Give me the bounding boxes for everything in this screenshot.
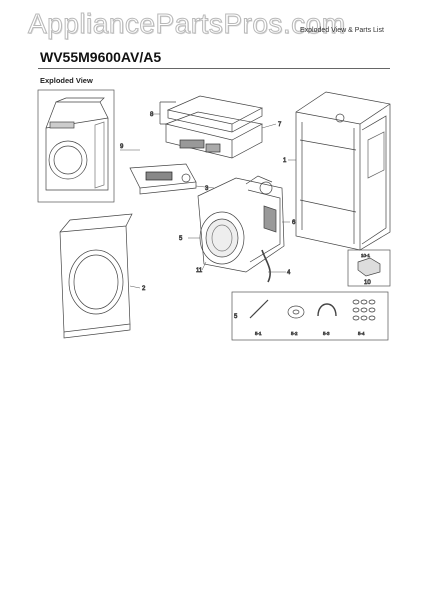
callout-11: 11 [196, 268, 203, 274]
callout-7: 7 [278, 122, 282, 128]
callout-6: 6 [292, 220, 296, 226]
callout-2: 2 [142, 286, 146, 292]
callout-leader-lines [120, 113, 296, 289]
sublabel-5-4: 5-4 [358, 331, 365, 336]
sublabel-5-1: 5-1 [255, 331, 262, 336]
header-divider [38, 68, 390, 69]
drum-tub-illustration [197, 175, 285, 273]
callout-1: 1 [283, 158, 287, 164]
callout-3: 3 [205, 186, 209, 192]
sublabel-5-3: 5-3 [323, 331, 330, 336]
sublabel-5-2: 5-2 [291, 331, 298, 336]
callout-8: 8 [150, 112, 154, 118]
section-title: Exploded View [40, 76, 93, 85]
model-number: WV55M9600AV/A5 [40, 49, 162, 65]
accessory-kit-box-5 [231, 291, 389, 341]
front-door-panel-illustration [59, 213, 133, 339]
callout-9: 9 [120, 144, 124, 150]
callout-4: 4 [287, 270, 291, 276]
drain-hose-illustration [261, 249, 271, 283]
accessory-box-10 [347, 249, 391, 287]
cabinet-frame-illustration [295, 91, 391, 251]
assembled-washer-illustration [37, 89, 115, 203]
watermark: AppliancePartsPros.com [28, 8, 346, 40]
document-header: Exploded View & Parts List [300, 27, 384, 34]
callout-5-kit: 5 [234, 314, 238, 320]
control-panel-illustration [129, 163, 197, 195]
callout-10: 10 [364, 280, 371, 286]
sublabel-10-1: 10-1 [361, 253, 371, 258]
top-cover-illustration [166, 95, 264, 133]
control-box-illustration [164, 111, 264, 159]
callout-5: 5 [179, 236, 183, 242]
